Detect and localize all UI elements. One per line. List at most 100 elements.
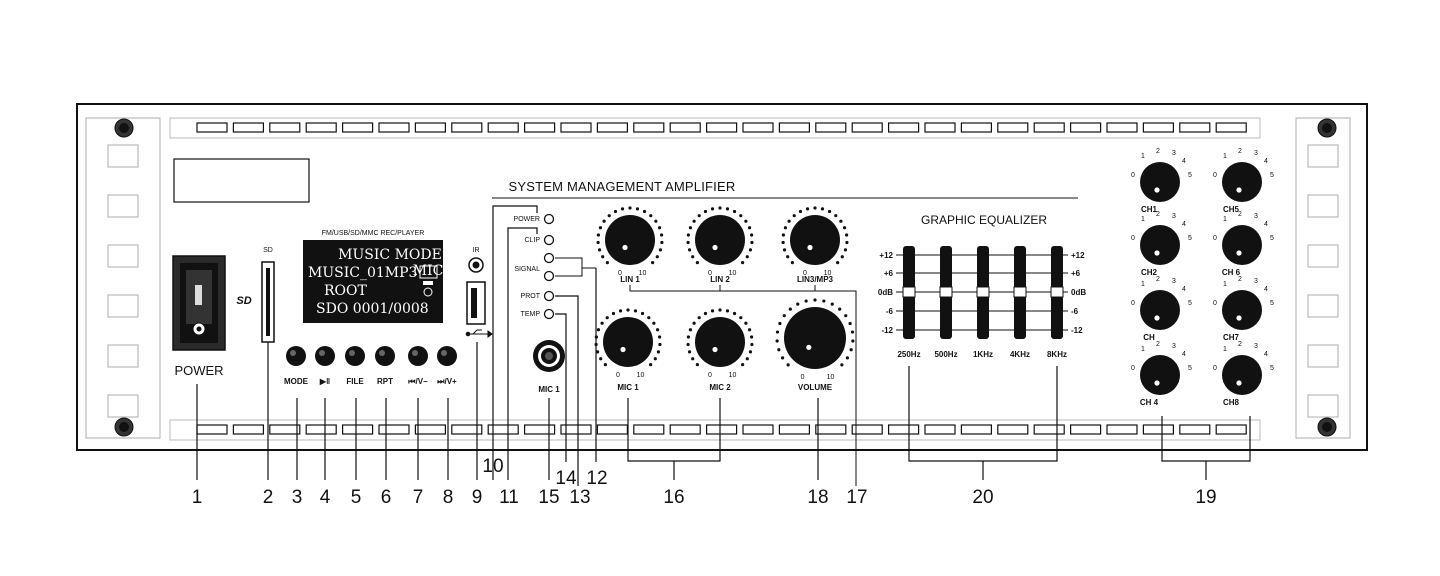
- volume-knob-scale-min: 0: [801, 374, 805, 381]
- channel-knob-right-4-scale-3: 3: [1254, 343, 1258, 350]
- channel-knob-left-2-label: CH2: [1141, 268, 1158, 277]
- channel-knob-right-4-scale-2: 2: [1238, 341, 1242, 348]
- repeat-button[interactable]: [375, 346, 395, 366]
- channel-knob-right-1[interactable]: [1222, 162, 1262, 202]
- channel-knob-right-4-scale-0: 0: [1213, 365, 1217, 372]
- file-button[interactable]: [345, 346, 365, 366]
- eq-scale-left-4: -12: [881, 326, 893, 335]
- channel-knob-right-1-scale-3: 3: [1254, 150, 1258, 157]
- play-pause-button[interactable]: [315, 346, 335, 366]
- callout-4: 4: [320, 487, 331, 508]
- channel-knob-left-3[interactable]: [1140, 290, 1180, 330]
- mic-1-knob[interactable]: [594, 308, 662, 367]
- lcd-line-3: ROOT: [324, 283, 367, 299]
- eq-slider-500hz[interactable]: [939, 246, 953, 339]
- lin3-mp3-knob[interactable]: [781, 206, 849, 265]
- callout-20: 20: [972, 487, 993, 508]
- channel-knob-left-4-scale-3: 3: [1172, 343, 1176, 350]
- channel-knob-right-2[interactable]: [1222, 225, 1262, 265]
- lin-1-knob[interactable]: [596, 206, 664, 265]
- channel-knob-right-2-scale-0: 0: [1213, 235, 1217, 242]
- mounting-screws: [114, 118, 1337, 437]
- channel-knob-right-3-scale-3: 3: [1254, 278, 1258, 285]
- channel-knob-right-1-scale-5: 5: [1270, 172, 1274, 179]
- usb-port[interactable]: [466, 281, 486, 325]
- ventilation-slots: [169, 117, 1261, 441]
- channel-knob-right-3-label: CH7: [1223, 333, 1240, 342]
- callout-16: 16: [663, 487, 684, 508]
- channel-knob-right-2-scale-1: 1: [1223, 216, 1227, 223]
- channel-knob-left-3-scale-4: 4: [1182, 286, 1186, 293]
- channel-knob-left-3-scale-3: 3: [1172, 278, 1176, 285]
- lin-2-knob-scale-min: 0: [708, 270, 712, 277]
- callout-1: 1: [192, 487, 203, 508]
- mic-1-knob-label: MIC 1: [617, 383, 639, 392]
- eq-slider-1khz[interactable]: [976, 246, 990, 339]
- channel-knob-left-2[interactable]: [1140, 225, 1180, 265]
- channel-knob-right-3-scale-1: 1: [1223, 281, 1227, 288]
- channel-knob-right-3-scale-5: 5: [1270, 300, 1274, 307]
- channel-knob-left-2-scale-2: 2: [1156, 211, 1160, 218]
- play-pause-button-label: ▶‖: [319, 377, 330, 386]
- channel-knob-left-1-scale-5: 5: [1188, 172, 1192, 179]
- channel-knob-right-4-label: CH8: [1223, 398, 1240, 407]
- svg-text:MIC: MIC: [413, 263, 444, 279]
- next-vol-up-button[interactable]: [437, 346, 457, 366]
- mic-1-knob-scale-min: 0: [616, 372, 620, 379]
- channel-knob-left-1-scale-1: 1: [1141, 153, 1145, 160]
- clip-led: [543, 234, 555, 246]
- eq-slider-250hz[interactable]: [902, 246, 916, 339]
- prev-vol-down-button[interactable]: [408, 346, 428, 366]
- channel-knob-left-3-scale-0: 0: [1131, 300, 1135, 307]
- volume-knob[interactable]: [775, 298, 855, 369]
- mic-1-jack[interactable]: [533, 340, 565, 372]
- eq-band-label-2: 1KHz: [973, 350, 993, 359]
- channel-knob-right-1-scale-4: 4: [1264, 158, 1268, 165]
- callout-3: 3: [292, 487, 303, 508]
- prev-vol-down-button-label: ⏮/V−: [408, 377, 428, 386]
- callout-18: 18: [807, 487, 828, 508]
- mic-jack-label: MIC 1: [538, 385, 560, 394]
- channel-knob-right-3[interactable]: [1222, 290, 1262, 330]
- channel-knob-right-2-scale-2: 2: [1238, 211, 1242, 218]
- callout-7: 7: [413, 487, 424, 508]
- eq-scale-right-0: +12: [1071, 251, 1085, 260]
- channel-knob-right-4[interactable]: [1222, 355, 1262, 395]
- channel-knob-right-2-scale-3: 3: [1254, 213, 1258, 220]
- eq-slider-8khz[interactable]: [1050, 246, 1064, 339]
- volume-knob-scale-max: 10: [827, 374, 835, 381]
- eq-band-label-4: 8KHz: [1047, 350, 1067, 359]
- channel-knob-left-1-scale-4: 4: [1182, 158, 1186, 165]
- channel-knob-right-1-scale-1: 1: [1223, 153, 1227, 160]
- callout-13: 13: [569, 487, 590, 508]
- lin3-mp3-knob-label: LIN3/MP3: [797, 275, 834, 284]
- indicator-label-clip: CLIP: [524, 237, 540, 244]
- indicator-label-power: POWER: [514, 216, 540, 223]
- panel-title: SYSTEM MANAGEMENT AMPLIFIER: [509, 179, 736, 194]
- channel-knob-left-1-scale-2: 2: [1156, 148, 1160, 155]
- power-switch[interactable]: [172, 255, 226, 351]
- eq-scale-left-2: 0dB: [878, 288, 893, 297]
- channel-knob-right-4-scale-1: 1: [1223, 346, 1227, 353]
- callout-5: 5: [351, 487, 362, 508]
- channel-knob-left-4-scale-4: 4: [1182, 351, 1186, 358]
- mic-2-knob[interactable]: [686, 308, 754, 367]
- lcd-line-4: SDO 0001/0008: [316, 301, 429, 317]
- lin-2-knob[interactable]: [686, 206, 754, 265]
- channel-knob-left-1[interactable]: [1140, 162, 1180, 202]
- channel-knob-right-1-scale-2: 2: [1238, 148, 1242, 155]
- signal-led-2: [543, 270, 555, 282]
- channel-knob-left-4-scale-5: 5: [1188, 365, 1192, 372]
- eq-scale-left-1: +6: [884, 269, 894, 278]
- channel-knob-right-2-scale-4: 4: [1264, 221, 1268, 228]
- eq-slider-4khz[interactable]: [1013, 246, 1027, 339]
- lin-2-knob-label: LIN 2: [710, 275, 730, 284]
- ir-label: IR: [473, 247, 480, 254]
- mode-button[interactable]: [286, 346, 306, 366]
- channel-knob-left-4[interactable]: [1140, 355, 1180, 395]
